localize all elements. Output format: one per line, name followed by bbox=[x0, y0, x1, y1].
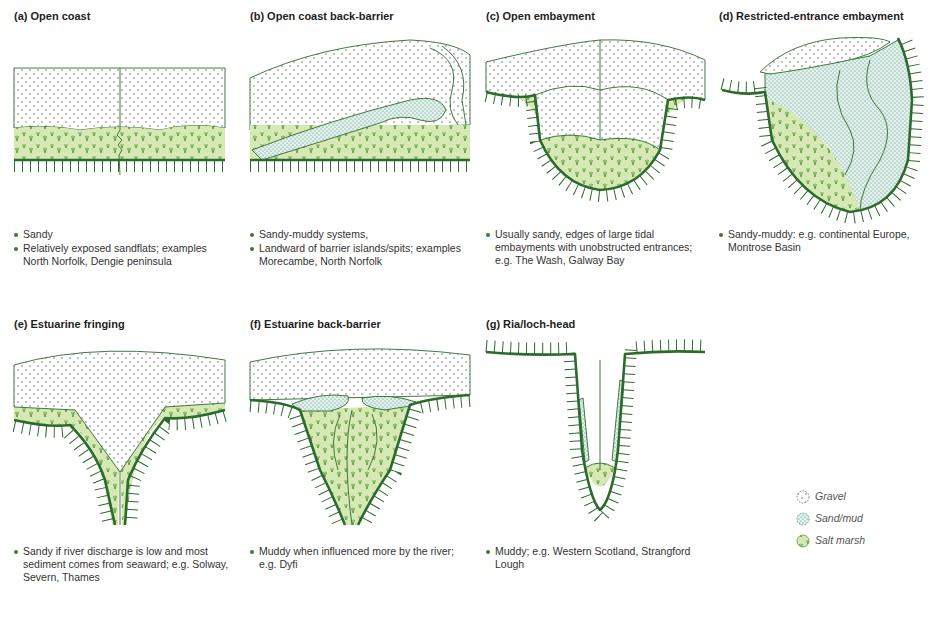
panel-title: (e) Estuarine fringing bbox=[14, 318, 125, 330]
legend-text: Gravel bbox=[815, 490, 846, 502]
bullet-note: Sandy-muddy systems, bbox=[259, 228, 368, 241]
ria-loch-figure bbox=[486, 345, 705, 518]
bullet-list: SandyRelatively exposed sandflats; examp… bbox=[14, 228, 219, 269]
bullet-list: Muddy when influenced more by the river;… bbox=[250, 545, 465, 572]
panel-title: (a) Open coast bbox=[14, 10, 90, 22]
bullet-item: Sandy-muddy: e.g. continental Europe, Mo… bbox=[719, 228, 924, 254]
legend-swatches bbox=[797, 491, 809, 547]
panel-title: (f) Estuarine back-barrier bbox=[250, 318, 381, 330]
bullet-list: Sandy-muddy systems,Landward of barrier … bbox=[250, 228, 465, 269]
bullet-note: Usually sandy, edges of large tidal emba… bbox=[495, 228, 701, 267]
bullet-item: Usually sandy, edges of large tidal emba… bbox=[486, 228, 701, 267]
estuarine-back-barrier-figure bbox=[250, 349, 470, 525]
legend-text: Sand/mud bbox=[815, 512, 863, 524]
estuarine-fringing-figure bbox=[14, 351, 225, 525]
panel-title: (b) Open coast back-barrier bbox=[250, 10, 394, 22]
bullet-note: Relatively exposed sandflats; examples N… bbox=[23, 242, 219, 268]
bullet-note: Muddy when influenced more by the river;… bbox=[259, 545, 465, 571]
bullet-dot bbox=[486, 233, 490, 237]
bullet-dot bbox=[250, 233, 254, 237]
bullet-item: Sandy bbox=[14, 228, 219, 241]
restricted-embayment-figure bbox=[722, 36, 918, 218]
bullet-list: Muddy; e.g. Western Scotland, Strangford… bbox=[486, 545, 701, 572]
bullet-note: Sandy if river discharge is low and most… bbox=[23, 545, 229, 584]
bullet-dot bbox=[719, 233, 723, 237]
bullet-dot bbox=[14, 233, 18, 237]
open-embayment-figure bbox=[486, 40, 705, 196]
bullet-note: Landward of barrier islands/spits; examp… bbox=[259, 242, 465, 268]
panel-title: (d) Restricted-entrance embayment bbox=[719, 10, 904, 22]
open-coast-figure bbox=[14, 68, 225, 175]
bullet-dot bbox=[14, 247, 18, 251]
bullet-note: Sandy bbox=[23, 228, 53, 241]
bullet-list: Sandy if river discharge is low and most… bbox=[14, 545, 229, 585]
bullet-note: Muddy; e.g. Western Scotland, Strangford… bbox=[495, 545, 701, 571]
bullet-item: Sandy-muddy systems, bbox=[250, 228, 465, 241]
bullet-item: Muddy when influenced more by the river;… bbox=[250, 545, 465, 571]
back-barrier-figure bbox=[250, 40, 470, 166]
panel-title: (c) Open embayment bbox=[486, 10, 595, 22]
panel-title: (g) Ria/loch-head bbox=[486, 318, 575, 330]
legend-text: Salt marsh bbox=[815, 534, 865, 546]
bullet-item: Muddy; e.g. Western Scotland, Strangford… bbox=[486, 545, 701, 571]
bullet-item: Relatively exposed sandflats; examples N… bbox=[14, 242, 219, 268]
bullet-item: Landward of barrier islands/spits; examp… bbox=[250, 242, 465, 268]
bullet-list: Usually sandy, edges of large tidal emba… bbox=[486, 228, 701, 268]
bullet-note: Sandy-muddy: e.g. continental Europe, Mo… bbox=[728, 228, 924, 254]
bullet-dot bbox=[14, 550, 18, 554]
bullet-dot bbox=[486, 550, 490, 554]
bullet-dot bbox=[250, 550, 254, 554]
bullet-list: Sandy-muddy: e.g. continental Europe, Mo… bbox=[719, 228, 924, 255]
bullet-dot bbox=[250, 247, 254, 251]
bullet-item: Sandy if river discharge is low and most… bbox=[14, 545, 229, 584]
